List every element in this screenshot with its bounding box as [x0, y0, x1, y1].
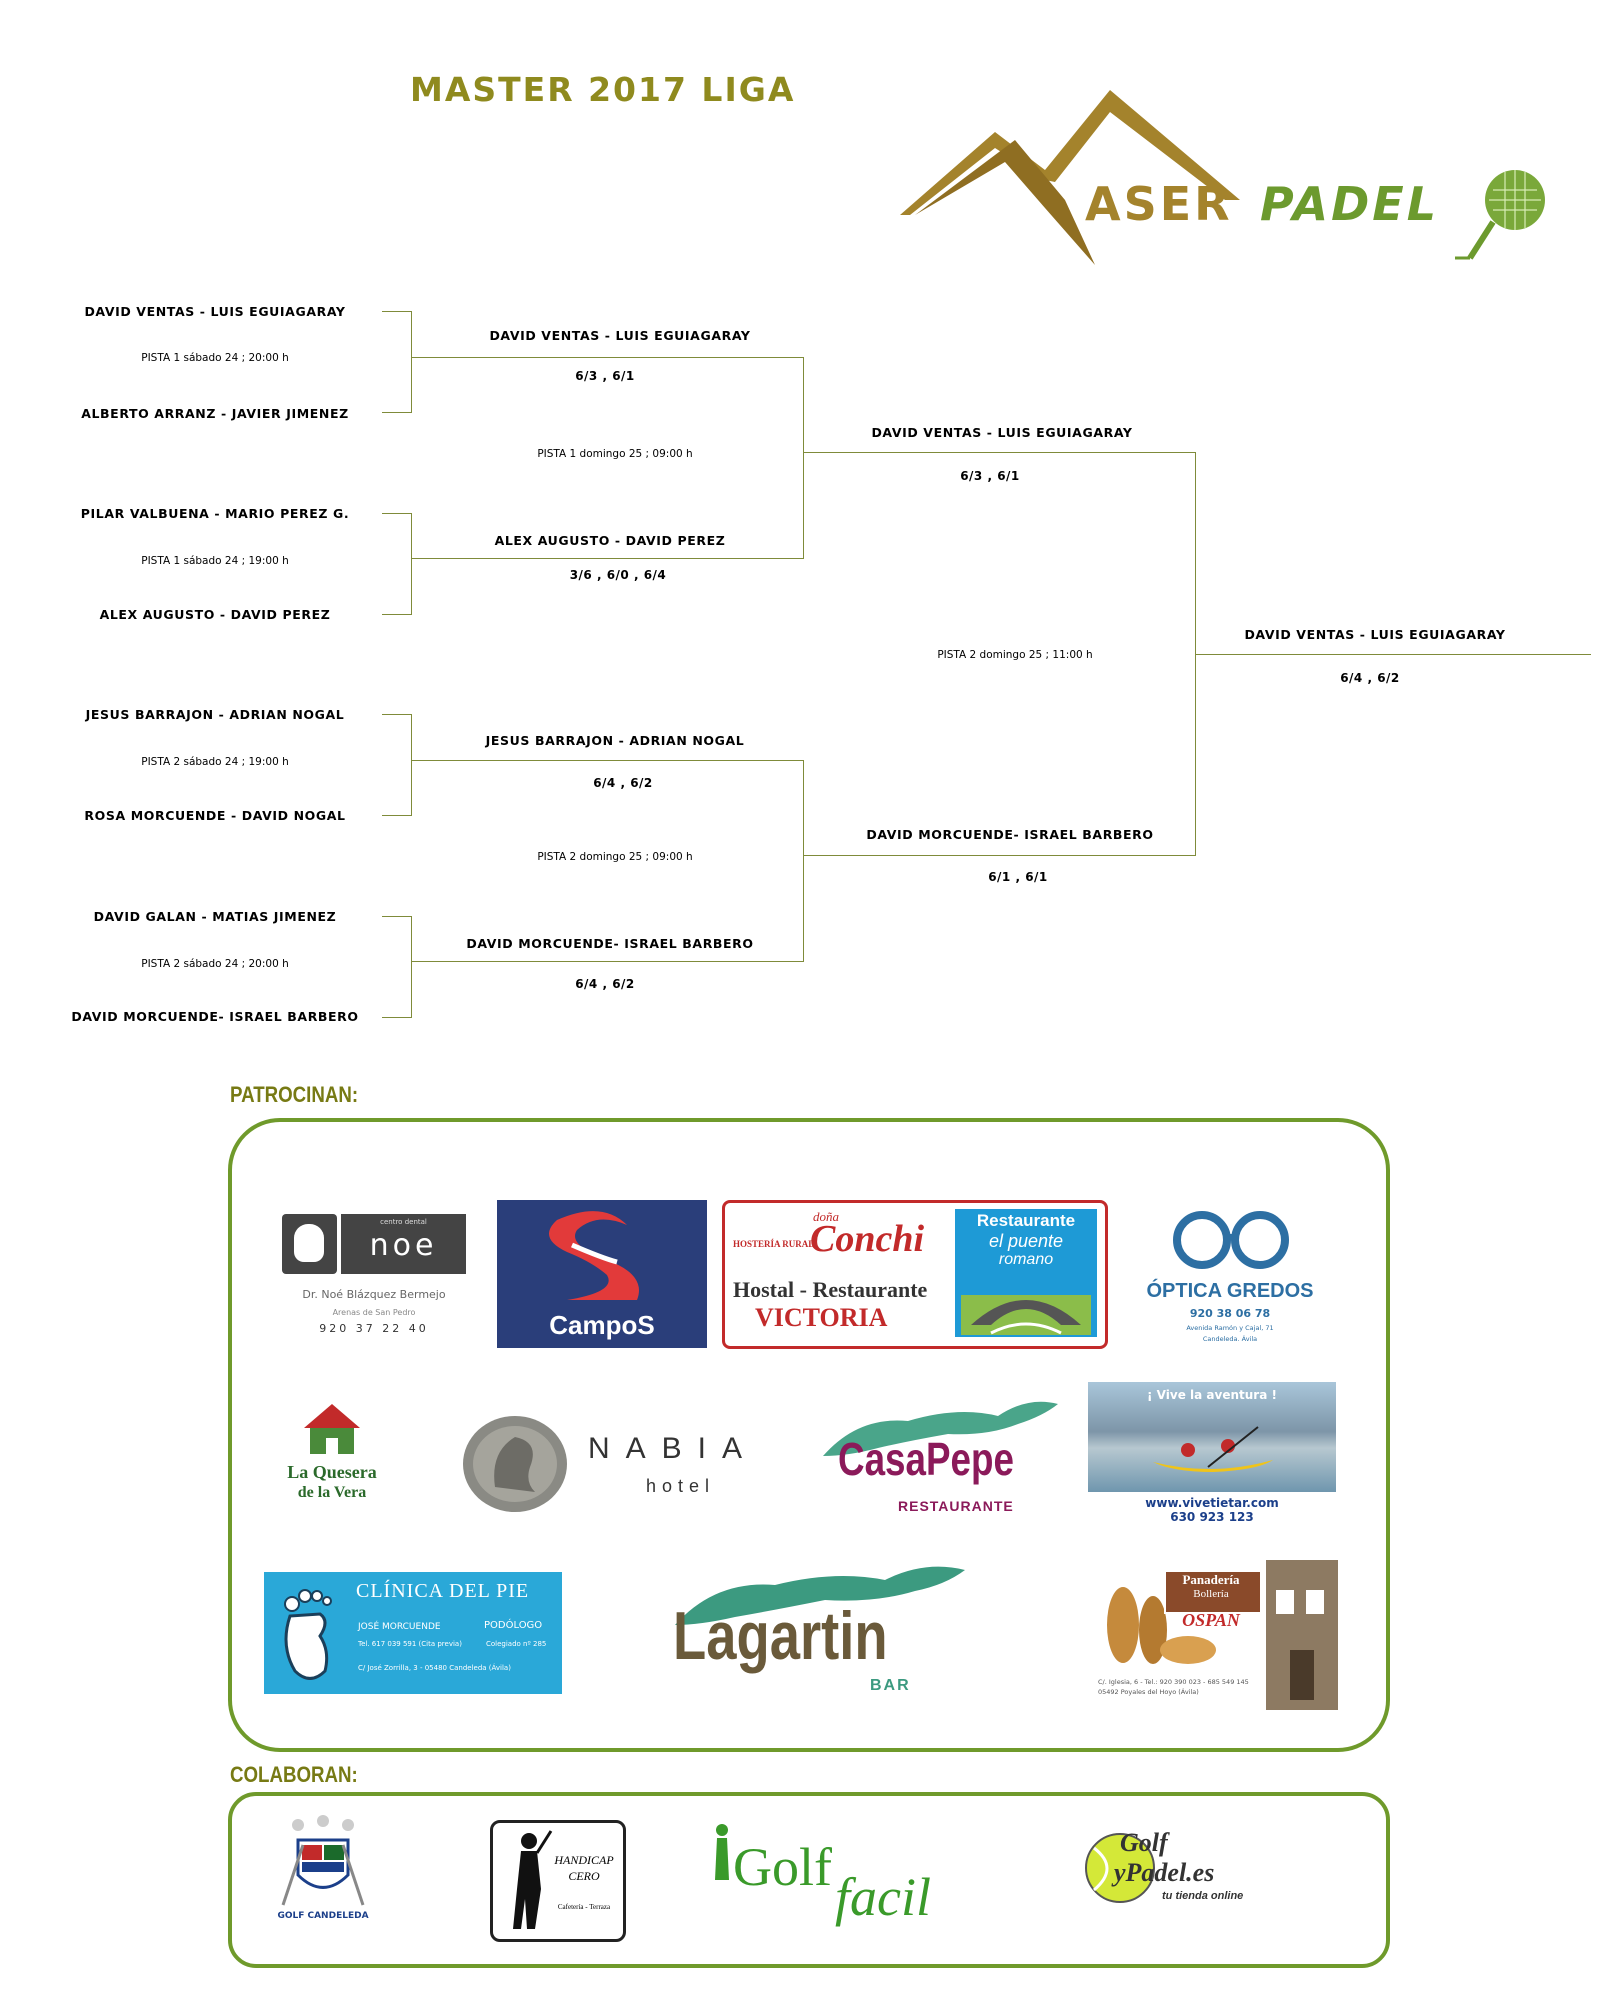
golfer-icon — [715, 1824, 729, 1880]
sponsor-nabia: NABIA hotel — [458, 1410, 798, 1520]
schedule-r1-m3: PISTA 2 sábado 24 ; 19:00 h — [141, 756, 289, 768]
bridge-icon — [961, 1295, 1091, 1335]
winner-r2-m4: DAVID MORCUENDE- ISRAEL BARBERO — [466, 936, 754, 951]
svg-text:ASER: ASER — [1085, 177, 1233, 231]
team-r1-m2-b: ALEX AUGUSTO - DAVID PEREZ — [99, 607, 331, 622]
collaborators-title: COLABORAN: — [230, 1762, 358, 1787]
score-r2-m1: 6/3 , 6/1 — [575, 369, 635, 383]
winner-r2-m2: ALEX AUGUSTO - DAVID PEREZ — [494, 533, 726, 548]
schedule-r1-m2: PISTA 1 sábado 24 ; 19:00 h — [141, 555, 289, 567]
score-r2-m4: 6/4 , 6/2 — [575, 977, 635, 991]
team-r1-m2-a: PILAR VALBUENA - MARIO PEREZ G. — [80, 506, 350, 521]
team-r1-m1-b: ALBERTO ARRANZ - JAVIER JIMENEZ — [81, 406, 349, 421]
collab-handicap-cero: HANDICAP CERO Cafetería - Terraza — [490, 1820, 626, 1942]
lizard-icon — [823, 1401, 1058, 1456]
collab-golf-candeleda: GOLF CANDELEDA — [268, 1815, 378, 1941]
sponsor-la-quesera: La Quesera de la Vera — [262, 1396, 402, 1516]
building-photo — [1266, 1560, 1338, 1710]
schedule-final: PISTA 2 domingo 25 ; 11:00 h — [937, 649, 1093, 661]
sponsor-victoria: HOSTERÍA RURAL doña Conchi Hostal - Rest… — [722, 1200, 1108, 1349]
house-icon — [304, 1404, 360, 1454]
campos-s-icon — [549, 1211, 639, 1300]
team-r1-m4-a: DAVID GALAN - MATIAS JIMENEZ — [93, 909, 337, 924]
team-r1-m3-b: ROSA MORCUENDE - DAVID NOGAL — [84, 808, 346, 823]
winner-r3-m2: DAVID MORCUENDE- ISRAEL BARBERO — [866, 827, 1154, 842]
schedule-semi-1: PISTA 1 domingo 25 ; 09:00 h — [537, 448, 693, 460]
team-r1-m1-a: DAVID VENTAS - LUIS EGUIAGARAY — [84, 304, 346, 319]
team-r1-m3-a: JESUS BARRAJON - ADRIAN NOGAL — [85, 707, 345, 722]
sponsor-optica-gredos: ÓPTICA GREDOS 920 38 06 78 Avenida Ramón… — [1120, 1200, 1340, 1350]
champion-score: 6/4 , 6/2 — [1340, 671, 1400, 685]
winner-r2-m1: DAVID VENTAS - LUIS EGUIAGARAY — [489, 328, 751, 343]
collab-golffacil: Golf facil — [705, 1818, 975, 1940]
winner-r3-m1: DAVID VENTAS - LUIS EGUIAGARAY — [871, 425, 1133, 440]
collab-golfypadel: Golf yPadel.es tu tienda online — [1080, 1828, 1270, 1928]
sponsor-vive-tietar: ¡ Vive la aventura ! www.vivetietar.com … — [1088, 1382, 1336, 1532]
foot-icon — [284, 1589, 332, 1680]
sponsor-casa-pepe: CasaPepe RESTAURANTE — [818, 1386, 1068, 1526]
score-r3-m1: 6/3 , 6/1 — [960, 469, 1020, 483]
schedule-r1-m1: PISTA 1 sábado 24 ; 20:00 h — [141, 352, 289, 364]
score-r3-m2: 6/1 , 6/1 — [988, 870, 1048, 884]
svg-text:PADEL: PADEL — [1260, 177, 1439, 231]
schedule-semi-2: PISTA 2 domingo 25 ; 09:00 h — [537, 851, 693, 863]
sponsor-ospan: Panadería Bollería OSPAN C/. Iglesia, 6 … — [1094, 1560, 1338, 1710]
lizard-icon — [675, 1566, 965, 1625]
sponsor-lagartin: Lagartin BAR — [665, 1555, 975, 1705]
kayak-icon — [1153, 1426, 1273, 1472]
tooth-icon — [282, 1214, 337, 1274]
score-r2-m2: 3/6 , 6/0 , 6/4 — [569, 568, 667, 582]
mountain-racket-icon: ASER PADEL — [900, 90, 1545, 265]
score-r2-m3: 6/4 , 6/2 — [593, 776, 653, 790]
bread-icon — [1107, 1587, 1216, 1664]
golfer-icon — [513, 1830, 553, 1929]
team-r1-m4-b: DAVID MORCUENDE- ISRAEL BARBERO — [71, 1009, 359, 1024]
sponsor-clinica-del-pie: CLÍNICA DEL PIE JOSÉ MORCUENDE PODÓLOGO … — [264, 1572, 562, 1694]
coin-icon — [463, 1416, 567, 1512]
sponsor-campos: CampoS — [497, 1200, 707, 1348]
winner-r2-m3: JESUS BARRAJON - ADRIAN NOGAL — [485, 733, 745, 748]
page-title: MASTER 2017 LIGA — [410, 70, 796, 109]
aserpadel-logo: ASER PADEL — [895, 80, 1555, 270]
crest-icon — [281, 1815, 365, 1906]
sponsors-title: PATROCINAN: — [230, 1082, 359, 1107]
champion-team: DAVID VENTAS - LUIS EGUIAGARAY — [1244, 627, 1506, 642]
schedule-r1-m4: PISTA 2 sábado 24 ; 20:00 h — [141, 958, 289, 970]
glasses-icon — [1173, 1211, 1289, 1269]
sponsor-noe: centro dental noe Dr. Noé Blázquez Berme… — [266, 1200, 482, 1350]
ball-icon — [1085, 1833, 1155, 1903]
